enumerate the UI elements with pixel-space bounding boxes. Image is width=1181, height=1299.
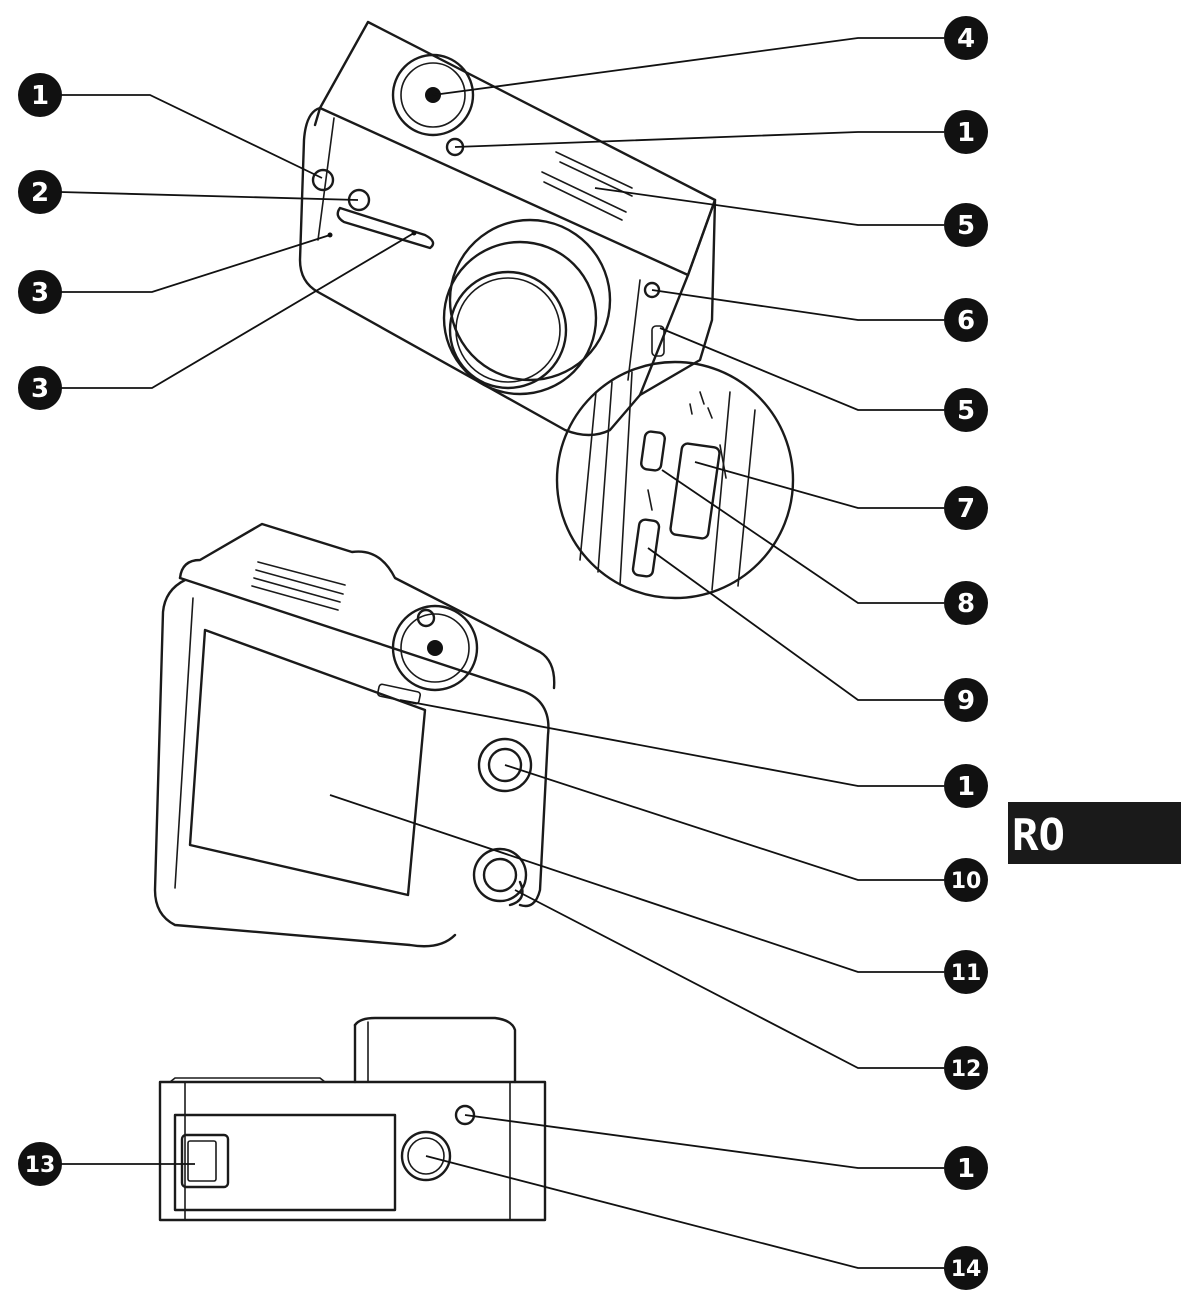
svg-text:6: 6	[957, 306, 975, 336]
leader-lines	[59, 37, 944, 1269]
svg-text:8: 8	[957, 589, 975, 619]
svg-text:5: 5	[957, 211, 975, 241]
callout-badges: 4 1 1 2 5 3 6 3 5 7 8 9 1 10 11 12 13 1 …	[18, 16, 988, 1290]
svg-text:10: 10	[951, 869, 982, 894]
svg-text:13: 13	[25, 1153, 56, 1178]
svg-text:9: 9	[957, 686, 975, 716]
svg-text:5: 5	[957, 396, 975, 426]
callout-badge: 5	[944, 203, 988, 247]
callout-badge: 1	[944, 764, 988, 808]
svg-text:3: 3	[31, 374, 49, 404]
callout-badge: 1	[18, 73, 62, 117]
svg-text:7: 7	[957, 494, 975, 524]
callout-badge: 11	[944, 950, 988, 994]
callout-badge: 3	[18, 366, 62, 410]
callout-badge: 6	[944, 298, 988, 342]
camera-front-view	[298, 20, 795, 600]
callout-badge: 10	[944, 858, 988, 902]
callout-badge: 8	[944, 581, 988, 625]
callout-badge: 2	[18, 170, 62, 214]
svg-text:1: 1	[31, 81, 49, 111]
camera-bottom-view	[158, 1016, 547, 1222]
language-tab: RO	[1008, 802, 1181, 864]
svg-text:11: 11	[951, 961, 982, 986]
callout-badge: 13	[18, 1142, 62, 1186]
callout-badge: 3	[18, 270, 62, 314]
speaker-grille-top	[541, 151, 633, 221]
callout-badge: 5	[944, 388, 988, 432]
callout-badge: 7	[944, 486, 988, 530]
callout-badge: 1	[944, 1146, 988, 1190]
callout-badge: 14	[944, 1246, 988, 1290]
svg-text:2: 2	[31, 178, 49, 208]
callout-badge: 9	[944, 678, 988, 722]
side-port-magnifier	[555, 360, 795, 600]
callout-badge: 1	[944, 110, 988, 154]
display-screen	[188, 628, 427, 897]
svg-text:1: 1	[957, 118, 975, 148]
camera-back-view	[153, 522, 556, 948]
svg-text:4: 4	[957, 24, 975, 54]
language-tab-label: RO	[1012, 810, 1065, 861]
svg-text:12: 12	[951, 1057, 982, 1082]
svg-text:3: 3	[31, 278, 49, 308]
svg-text:1: 1	[957, 1154, 975, 1184]
callout-badge: 4	[944, 16, 988, 60]
svg-text:14: 14	[951, 1257, 982, 1282]
callout-badge: 12	[944, 1046, 988, 1090]
svg-text:1: 1	[957, 772, 975, 802]
lens	[442, 218, 612, 396]
